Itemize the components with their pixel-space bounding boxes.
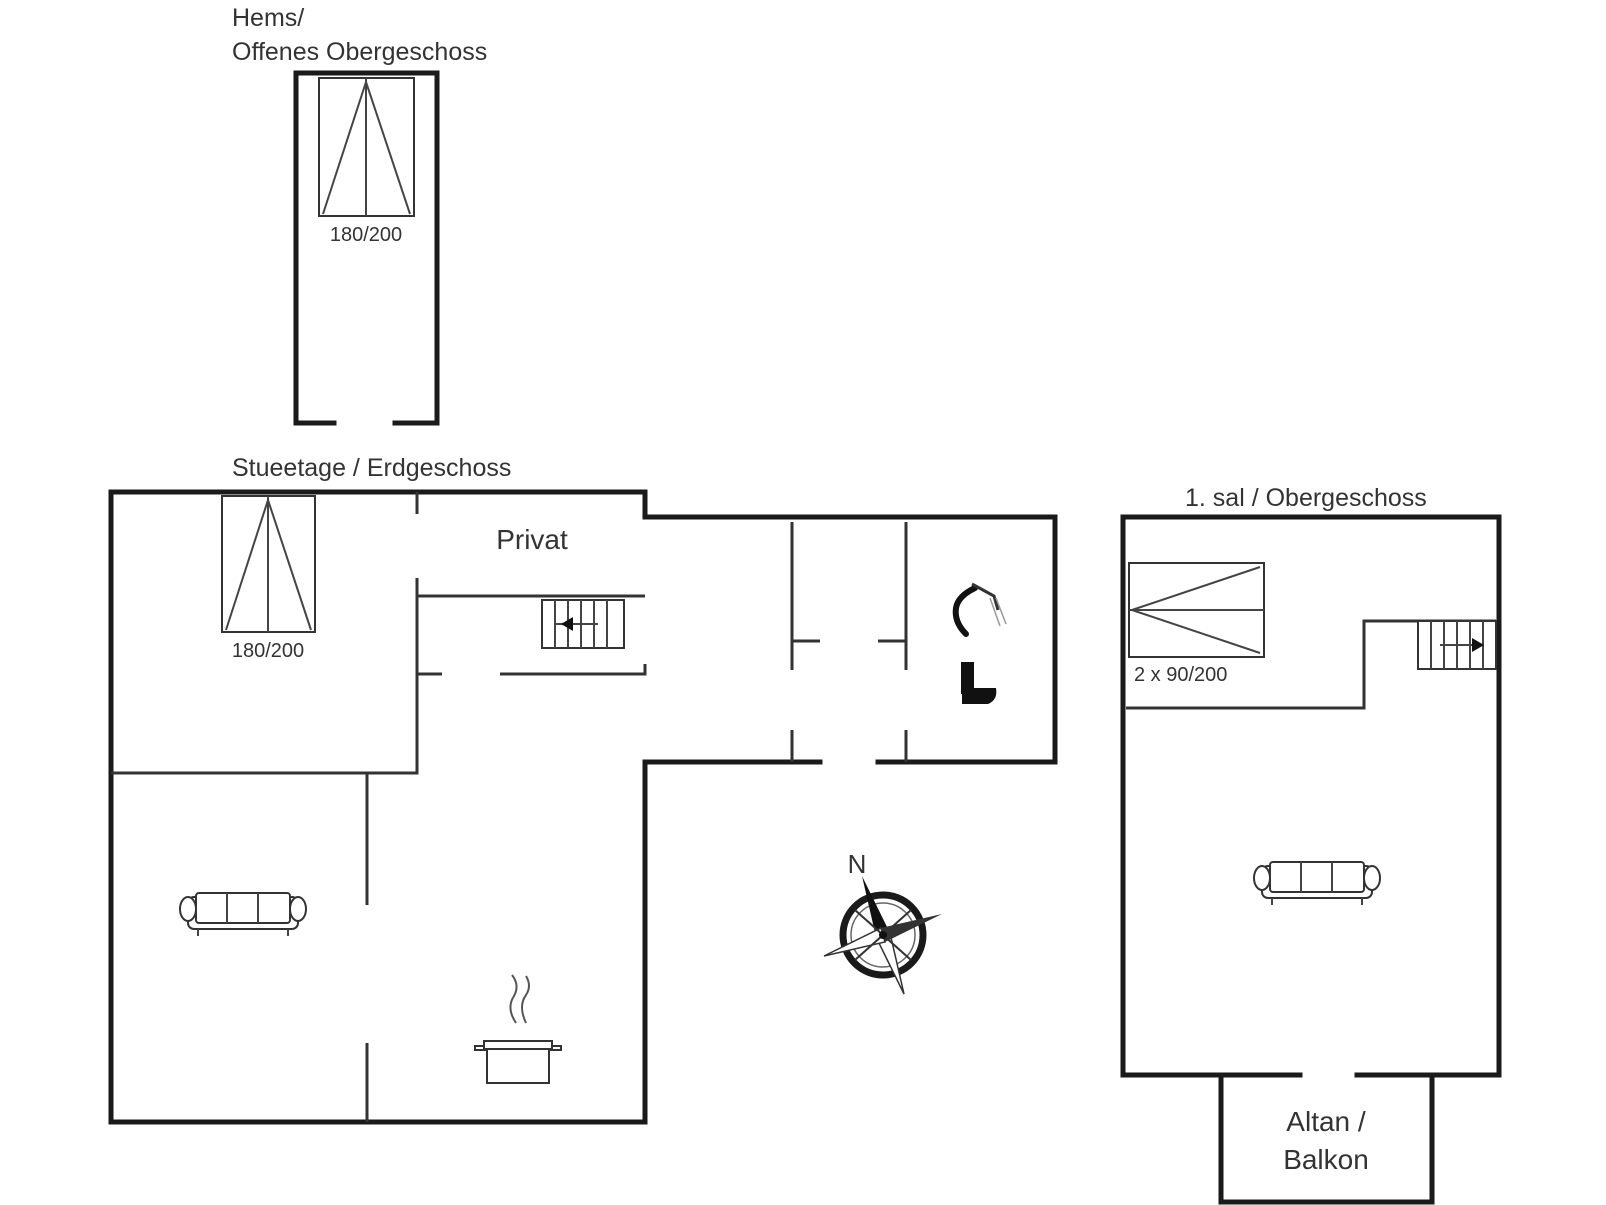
loft-floor: Hems/ Offenes Obergeschoss 180/200 xyxy=(232,4,487,426)
upper-outer-walls xyxy=(1120,514,1502,1078)
balcony-label-line1: Altan / xyxy=(1286,1106,1366,1137)
stairs-icon xyxy=(1417,620,1497,670)
cooking-pot-icon xyxy=(474,974,562,1084)
ground-title: Stueetage / Erdgeschoss xyxy=(232,454,511,482)
private-room-label: Privat xyxy=(496,524,568,555)
bed-icon xyxy=(221,495,316,633)
bed-icon xyxy=(318,77,415,217)
upper-bed-label: 2 x 90/200 xyxy=(1134,664,1227,686)
loft-title-line2: Offenes Obergeschoss xyxy=(232,38,487,66)
stairs-icon xyxy=(541,599,625,649)
sofa-icon xyxy=(1253,861,1381,905)
ground-floor: Stueetage / Erdgeschoss 180/200 Privat xyxy=(108,454,1058,1125)
ground-outer-walls xyxy=(108,489,1058,765)
compass-north-label: N xyxy=(848,849,867,879)
shower-icon xyxy=(952,582,1007,637)
loft-walls xyxy=(293,70,440,426)
balcony-walls xyxy=(1218,1072,1435,1205)
toilet-icon xyxy=(961,662,997,704)
upper-floor: 1. sal / Obergeschoss 2 x 90/200 xyxy=(1120,484,1502,1205)
upper-title: 1. sal / Obergeschoss xyxy=(1185,484,1427,512)
ground-bed-label: 180/200 xyxy=(232,640,304,662)
ground-interior-walls xyxy=(111,492,908,1122)
loft-title-line1: Hems/ xyxy=(232,4,304,32)
balcony-label-line2: Balkon xyxy=(1283,1144,1369,1175)
bed-icon xyxy=(1128,562,1265,658)
compass-icon: N xyxy=(823,849,942,995)
sofa-icon xyxy=(179,892,307,936)
loft-bed-label: 180/200 xyxy=(330,224,402,246)
